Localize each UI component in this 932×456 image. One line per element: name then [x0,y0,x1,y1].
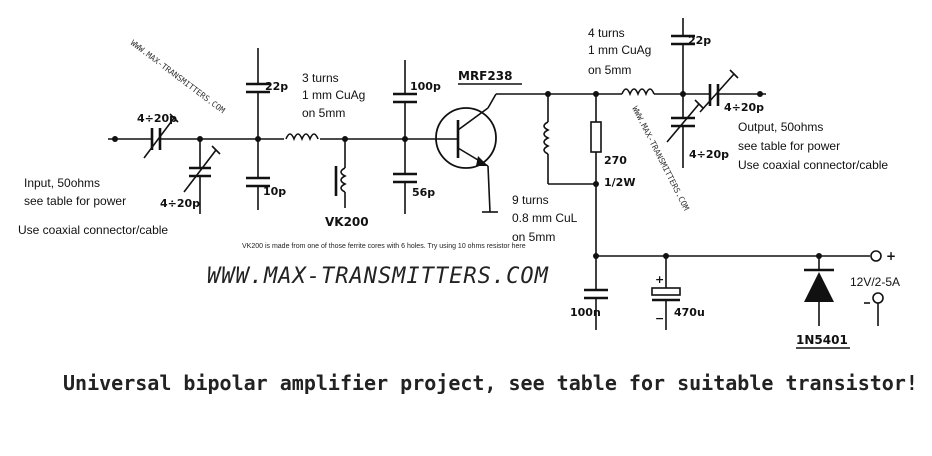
input-shunt-trimmer: 4÷20p [160,136,221,214]
coil-3-turns: 3 turns 1 mm CuAg on 5mm [284,71,365,143]
cap-100n-label: 100n [570,306,601,319]
watermark-big: WWW.MAX-TRANSMITTERS.COM [207,264,549,289]
cap-470u-label: 470u [674,306,705,319]
cap-56p-label: 56p [412,186,435,199]
vk200-label: VK200 [325,215,369,229]
coil2-label-3: on 5mm [512,230,555,244]
shunt-trimmer-label: 4÷20p [160,197,200,210]
capacitor-22p-input: 22p [246,48,288,142]
resistor-270: 270 1/2W [590,91,635,256]
diode-label: 1N5401 [796,333,848,347]
cap-22p-out-label: 22p [688,34,711,47]
transistor-mrf238: MRF238 [420,69,600,213]
output-series-trimmer: 4÷20p [699,69,766,114]
input-trimmer-capacitor: 4÷20p [137,112,179,159]
vk200-choke: VK200 [325,136,369,229]
coil1-label-1: 3 turns [302,71,339,85]
cap-10p-label: 10p [263,185,286,198]
coil2-label-2: 0.8 mm CuL [512,211,578,225]
diagram-title: Universal bipolar amplifier project, see… [63,371,918,395]
r270-label-a: 270 [604,154,627,167]
r270-label-b: 1/2W [604,176,635,189]
coil3-label-3: on 5mm [588,63,631,77]
cap-100p-label: 100p [410,80,441,93]
input-trimmer-label: 4÷20p [137,112,177,125]
coil-4-turns: 4 turns 1 mm CuAg on 5mm [588,26,710,97]
cap-22p-in-label: 22p [265,80,288,93]
capacitor-22p-output: 22p [671,18,711,97]
supply-rail: + 12V/2-5A [593,249,900,326]
plus-terminal-label: + [886,249,896,263]
input-label-1: Input, 50ohms [24,176,100,190]
output-label-2: see table for power [738,139,840,153]
capacitor-470u: + − 470u [651,256,705,330]
coil3-label-2: 1 mm CuAg [588,43,651,57]
watermark-small-left: WWW.MAX-TRANSMITTERS.COM [129,38,227,115]
output-shunt-trimmer: 4÷20p [666,94,729,168]
coil3-label-1: 4 turns [588,26,625,40]
out-trimmer1-label: 4÷20p [724,101,764,114]
transistor-label: MRF238 [458,69,512,83]
capacitor-56p: 56p [393,139,435,214]
input-label-2: see table for power [24,194,126,208]
capacitor-100p: 100p [393,60,441,142]
diode-1n5401: 1N5401 [796,256,850,349]
capacitor-10p: 10p [246,139,286,210]
output-label-1: Output, 50ohms [738,120,823,134]
coil-9-turns: 9 turns 0.8 mm CuL on 5mm [512,91,596,244]
capacitor-100n: 100n [570,256,608,330]
input-label-3: Use coaxial connector/cable [18,223,168,237]
vk200-note: VK200 is made from one of those ferrite … [242,243,526,250]
out-trimmer2-label: 4÷20p [689,148,729,161]
coil1-label-3: on 5mm [302,106,345,120]
coil1-label-2: 1 mm CuAg [302,88,365,102]
output-label-3: Use coaxial connector/cable [738,158,888,172]
cap-470u-minus: − [655,312,664,325]
watermark-small-right: WWW.MAX-TRANSMITTERS.COM [630,105,691,212]
coil2-label-1: 9 turns [512,193,549,207]
cap-470u-plus: + [655,273,664,286]
input-line [108,136,152,142]
supply-label: 12V/2-5A [850,275,900,289]
